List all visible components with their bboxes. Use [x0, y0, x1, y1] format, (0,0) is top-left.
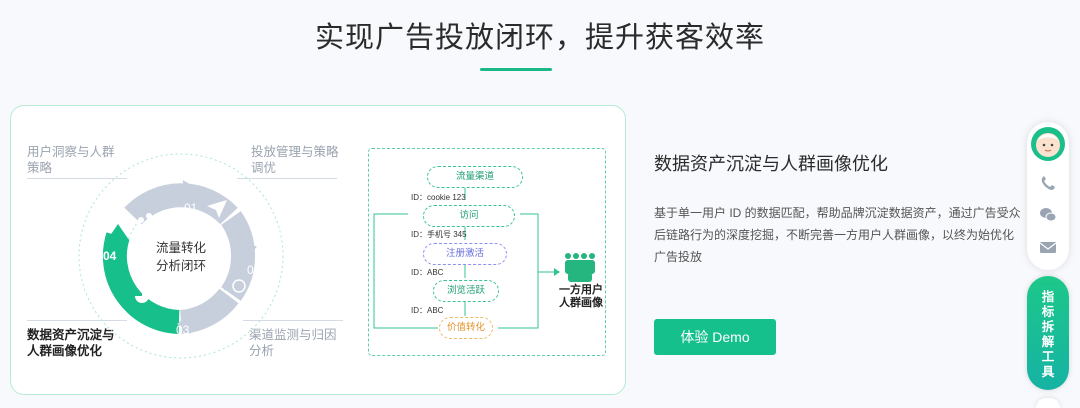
scroll-top-button[interactable] — [1036, 398, 1060, 408]
flow-node-channel: 流量渠道 — [427, 166, 523, 188]
step-04: 04 — [103, 249, 117, 263]
cycle-label-delivery: 投放管理与策略调优 — [251, 145, 339, 175]
center-label-line1: 流量转化 — [156, 240, 207, 255]
title-underline — [480, 68, 552, 71]
floating-contact-bar — [1027, 122, 1069, 270]
center-label-line2: 分析闭环 — [156, 259, 206, 273]
mail-icon[interactable] — [1039, 238, 1057, 256]
feature-description: 基于单一用户 ID 的数据匹配，帮助品牌沉淀数据资产，通过广告受众后链路行为的深… — [654, 206, 1021, 264]
avatar-icon[interactable] — [1030, 126, 1066, 162]
phone-icon[interactable] — [1039, 174, 1057, 192]
flow-node-conversion: 价值转化 — [439, 317, 493, 339]
closed-loop-card: 用户洞察与人群策略 投放管理与策略调优 渠道监测与归因分析 数据资产沉淀与人群画… — [10, 105, 626, 395]
divider — [237, 178, 337, 179]
divider — [243, 320, 343, 321]
try-demo-button[interactable]: 体验 Demo — [654, 319, 776, 355]
ring-segment-04-active — [102, 232, 180, 334]
ring-segment-02 — [220, 211, 256, 301]
flow-connectors — [373, 184, 595, 329]
divider — [27, 178, 127, 179]
flow-node-browse: 浏览活跃 — [433, 280, 499, 302]
cycle-label-attribution: 渠道监测与归因分析 — [249, 328, 337, 358]
step-01: 01 — [184, 201, 198, 215]
flow-id: ID：手机号 345 — [411, 230, 467, 239]
cycle-label-data-asset: 数据资产沉淀与人群画像优化 — [27, 328, 115, 358]
flow-node-visit: 访问 — [423, 205, 515, 227]
flow-id: ID：ABC — [411, 268, 444, 277]
flow-id: ID：ABC — [411, 306, 444, 315]
flow-node-register: 注册激活 — [423, 243, 507, 265]
step-02: 02 — [247, 263, 261, 277]
people-group-icon — [565, 253, 595, 282]
divider — [27, 320, 127, 321]
flow-id: ID：cookie 123 — [411, 193, 466, 202]
user-flow-diagram — [368, 148, 606, 356]
feature-title: 数据资产沉淀与人群画像优化 — [654, 154, 888, 174]
people-portrait-label: 一方用户人群画像 — [559, 284, 603, 309]
section-title: 实现广告投放闭环，提升获客效率 — [314, 22, 765, 54]
step-03: 03 — [176, 323, 190, 337]
loop-cycle-diagram: 01 02 03 04 流量转化 分析闭环 — [78, 153, 284, 359]
metric-breakdown-tool-tab[interactable]: 指 标 拆 解 工 具 — [1027, 276, 1069, 390]
cycle-label-user-insight: 用户洞察与人群策略 — [27, 145, 115, 175]
wechat-icon[interactable] — [1039, 206, 1057, 224]
